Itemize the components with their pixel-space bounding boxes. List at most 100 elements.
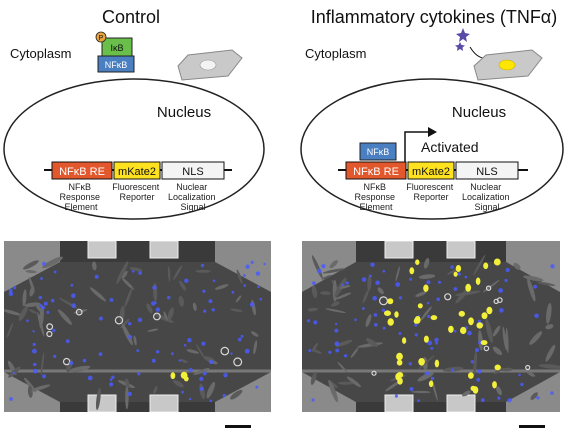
cell-streak [125, 385, 129, 410]
blue-nucleus [427, 340, 433, 346]
blue-nucleus [71, 293, 76, 299]
cell-streak [178, 295, 185, 307]
blue-nucleus [477, 369, 482, 374]
blue-nucleus [222, 393, 226, 398]
blue-nucleus [50, 298, 55, 303]
blue-nucleus [33, 368, 38, 374]
nucleus-ellipse [300, 78, 564, 220]
nucleus-label: Nucleus [452, 104, 506, 121]
yellow-nucleus [468, 372, 474, 379]
blue-nucleus [475, 348, 479, 352]
blue-nucleus [414, 333, 418, 337]
cell-streak [513, 262, 521, 270]
cell-layer [4, 256, 266, 411]
yellow-nucleus [396, 352, 403, 361]
cell-streak [310, 371, 317, 385]
re-box [51, 161, 113, 180]
rounded-cell [233, 357, 243, 367]
nls-caption: Nuclear Localization Signal [168, 182, 218, 212]
nls-caption-line: Nuclear [470, 182, 501, 192]
blue-nucleus [464, 275, 468, 279]
blue-nucleus [381, 308, 386, 312]
blue-nucleus [435, 341, 438, 345]
cell-streak [89, 287, 107, 302]
blue-nucleus [181, 390, 185, 394]
blue-nucleus [328, 350, 332, 354]
yellow-nucleus [414, 316, 421, 324]
cell-streak [329, 260, 338, 269]
blue-nucleus [394, 394, 398, 398]
cell-streak [538, 364, 560, 369]
cell-streak [172, 380, 184, 388]
cell-streak [367, 274, 372, 292]
cytoplasm-label: Cytoplasm [305, 46, 366, 61]
cell-streak [447, 268, 459, 275]
blue-nucleus [375, 280, 380, 286]
yellow-nucleus [468, 317, 474, 326]
blue-nucleus [398, 332, 402, 335]
cell-streak [73, 309, 88, 314]
blue-nucleus [42, 261, 47, 266]
cell-streak [492, 325, 501, 337]
reporter-label: mKate2 [412, 166, 450, 178]
blue-nucleus [480, 398, 485, 402]
yellow-nucleus [402, 337, 407, 344]
blue-nucleus [334, 328, 339, 333]
blue-nucleus [188, 368, 193, 373]
cell-streak [57, 309, 72, 325]
yellow-nucleus [183, 376, 189, 382]
yellow-nucleus [465, 283, 472, 292]
blue-nucleus [505, 267, 510, 273]
cell-streak [330, 301, 340, 307]
cell-streak [307, 307, 319, 312]
cell-streak [496, 386, 502, 396]
re-caption-line: Element [64, 202, 98, 212]
blue-nucleus [199, 376, 204, 381]
blue-nucleus [131, 270, 135, 273]
blue-nucleus [137, 372, 141, 376]
micrograph-tnf [302, 241, 560, 428]
yellow-nucleus [387, 298, 394, 305]
nls-label: NLS [476, 166, 497, 178]
yellow-nucleus [494, 364, 501, 371]
blue-nucleus [263, 262, 266, 266]
cell-streak [455, 290, 481, 296]
blue-nucleus [127, 391, 132, 397]
blue-nucleus [249, 302, 255, 307]
cell-streak [362, 289, 369, 304]
blue-nucleus [550, 391, 554, 395]
reporter-box [113, 161, 161, 180]
blue-nucleus [52, 328, 56, 333]
cell-streak [395, 266, 400, 282]
blue-nucleus [13, 286, 17, 290]
nls-caption-line: Localization [168, 192, 216, 202]
scale-bar-icon [519, 425, 545, 428]
cell-streak [6, 322, 14, 338]
blue-nucleus [9, 397, 13, 401]
cell-streak [40, 352, 45, 376]
blue-nucleus [534, 313, 539, 319]
blue-nucleus [312, 281, 316, 286]
control-panel: Control Cytoplasm IκB NFκB P Nucleus NFκ… [3, 7, 265, 220]
blue-nucleus [409, 387, 414, 391]
cell-streak [23, 260, 39, 270]
blue-nucleus [128, 335, 133, 339]
re-caption: NFκB Response Element [59, 182, 102, 212]
rounded-cell [75, 308, 83, 316]
cell-streak [92, 261, 97, 271]
blue-nucleus [453, 329, 457, 333]
cell-streak [537, 281, 556, 286]
cell-streak [473, 350, 478, 376]
nls-caption-line: Signal [474, 202, 499, 212]
blue-nucleus [46, 310, 50, 314]
blue-nucleus [504, 278, 508, 283]
yellow-nucleus [428, 380, 434, 388]
blue-nucleus [199, 386, 204, 391]
nls-caption-line: Nuclear [176, 182, 207, 192]
cell-streak [493, 367, 503, 375]
cell-streak [192, 302, 197, 312]
blue-nucleus [341, 283, 344, 287]
blue-nucleus [430, 346, 434, 350]
blue-nucleus [171, 352, 174, 356]
